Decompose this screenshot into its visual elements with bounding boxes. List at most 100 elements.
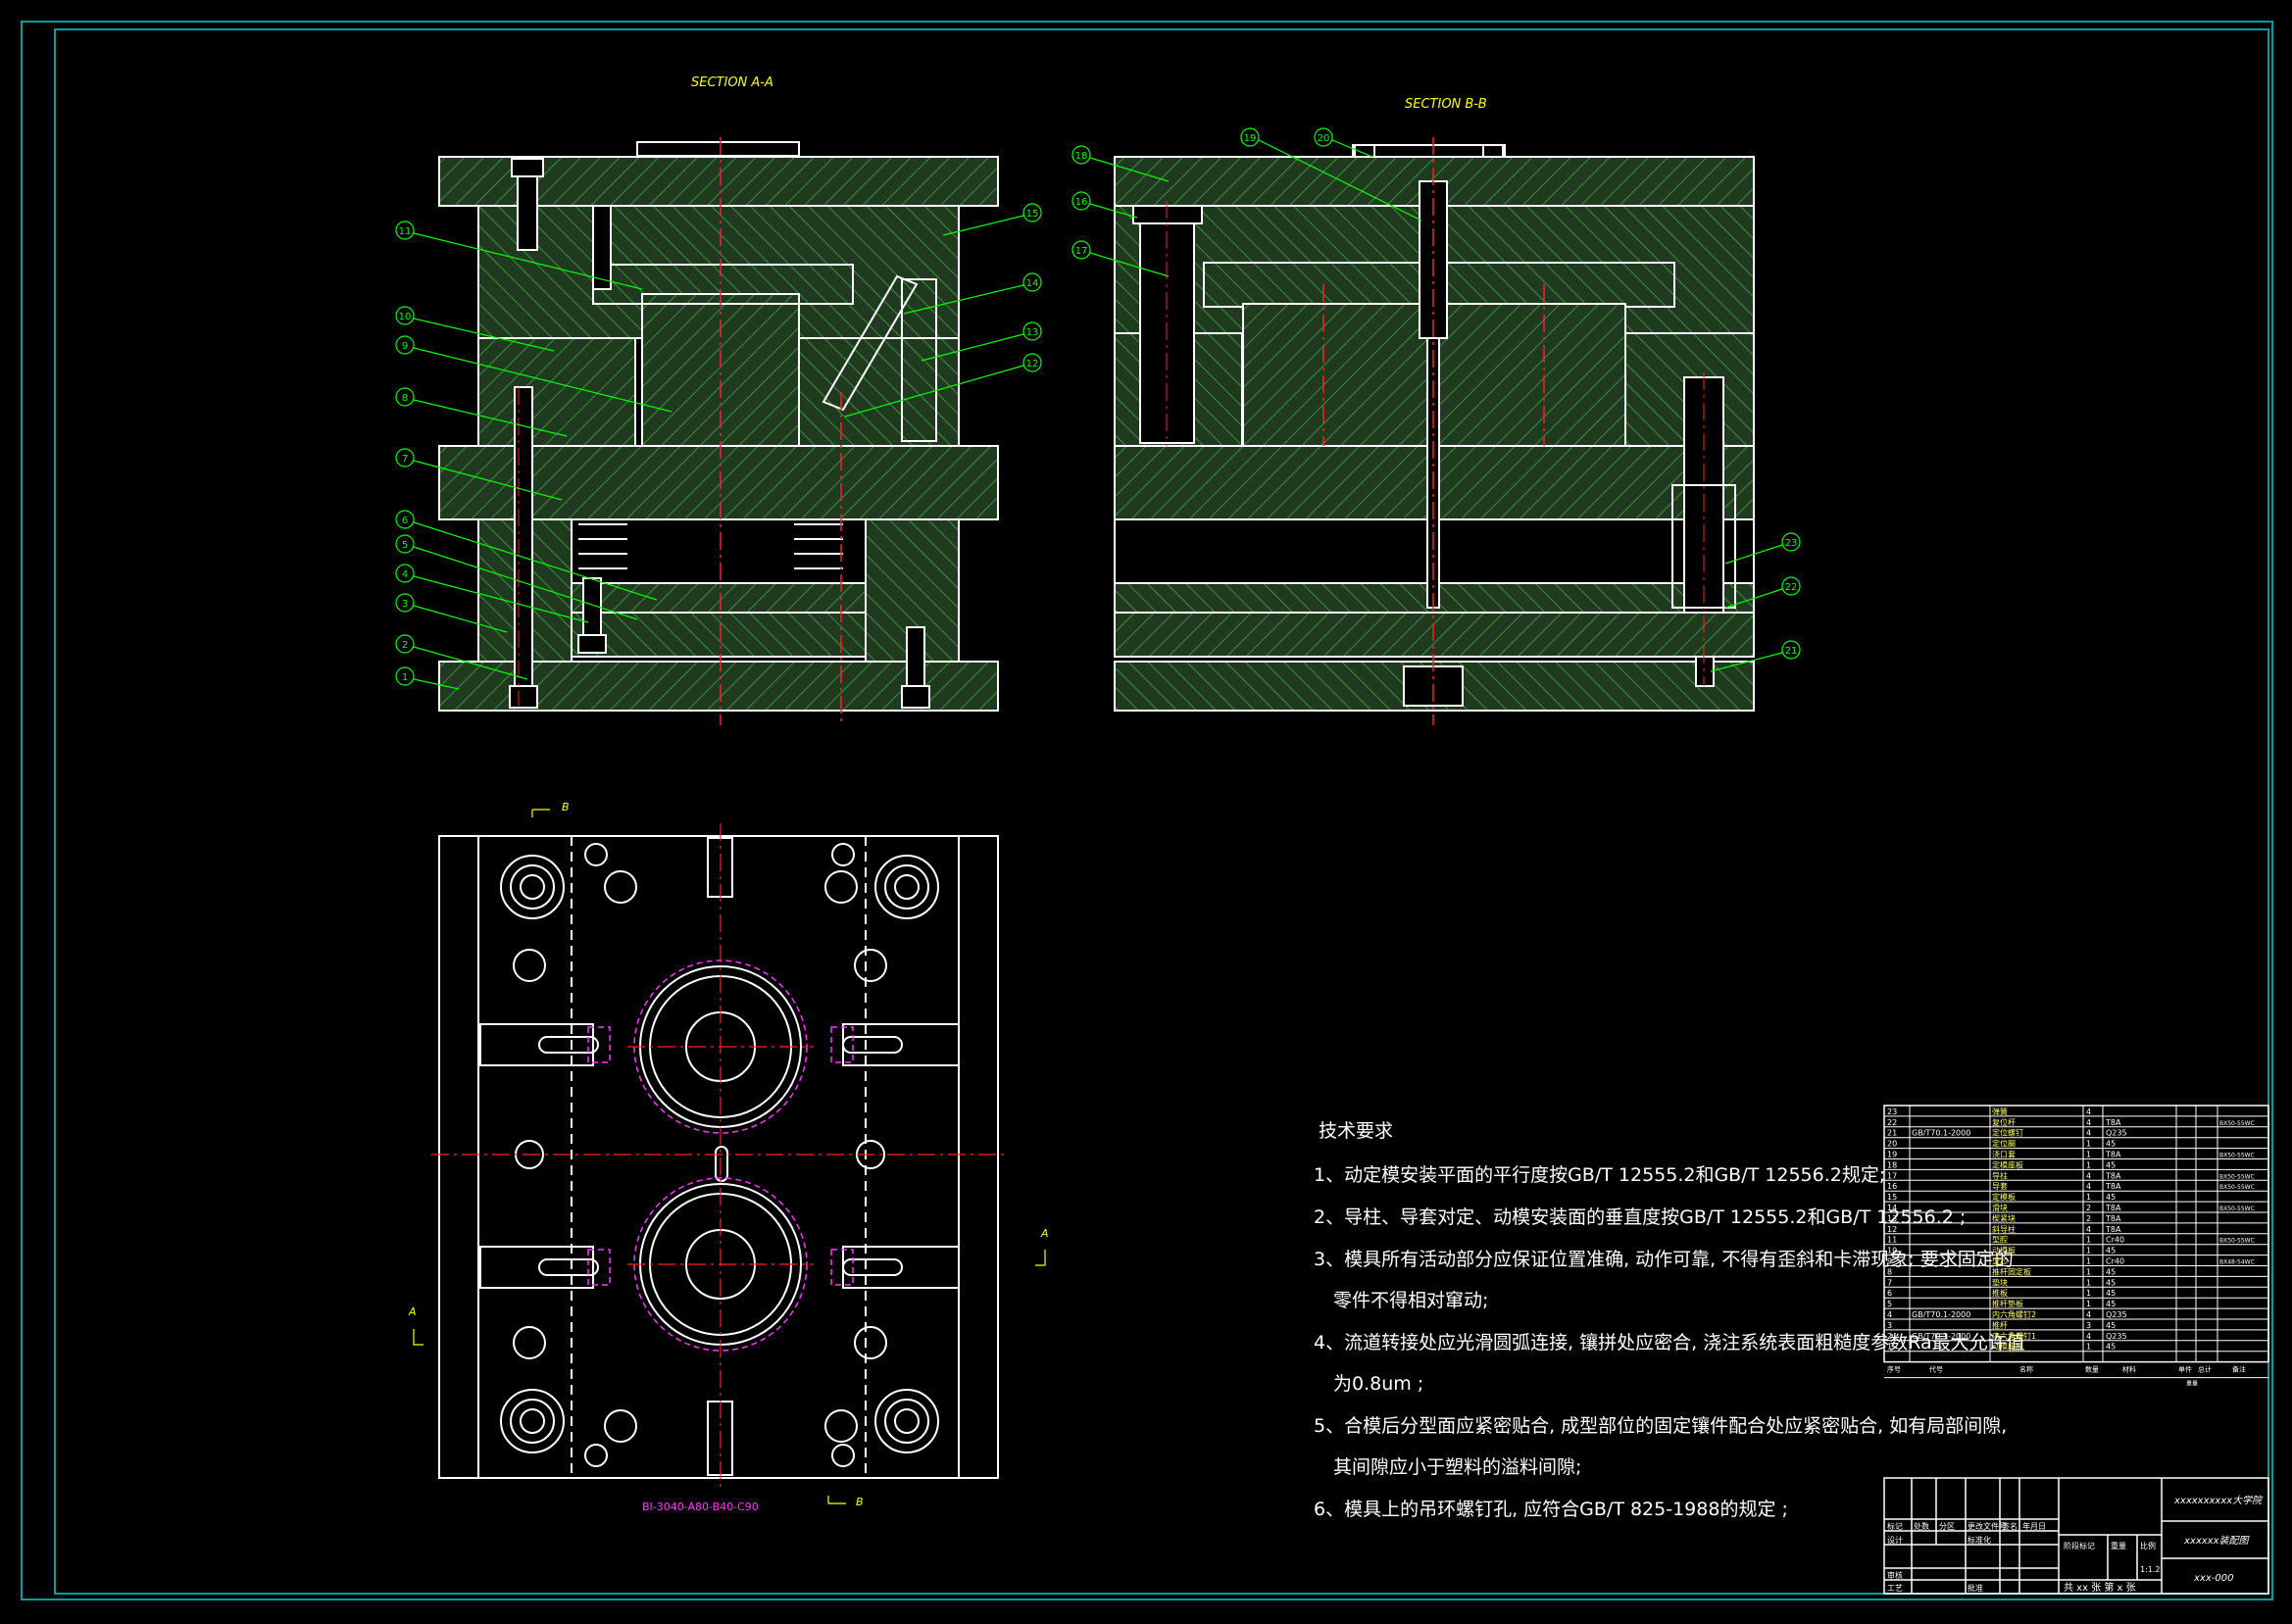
balloon-12: 12 (1026, 359, 1039, 369)
tb-design: 设计 (1887, 1535, 1903, 1545)
bom-cell-name: 推杆垫板 (1992, 1299, 2023, 1308)
tb-scale: 1:1.2 (2140, 1565, 2161, 1574)
bom-header-qty: 数量 (2085, 1365, 2099, 1374)
bom-cell-name: 导套 (1992, 1181, 2008, 1191)
tech-requirements: 技术要求 1、动定模安装平面的平行度按GB/T 12555.2和GB/T 125… (1314, 1120, 2025, 1520)
bom-cell-name: 滑块 (1992, 1203, 2008, 1212)
bom-cell-mat: 45 (2106, 1160, 2116, 1169)
bom-cell-qty: 2 (2086, 1204, 2091, 1212)
bom-cell-qty: 4 (2086, 1182, 2091, 1191)
balloon-2: 2 (402, 640, 408, 651)
bom-cell-name: 定位螺钉 (1992, 1128, 2023, 1138)
plan-view (438, 835, 999, 1479)
outer-border (21, 21, 2273, 1600)
bom-cell-no: 9 (1887, 1257, 1892, 1266)
bom-cell-no: 16 (1887, 1182, 1897, 1191)
bom-header-mat: 材料 (2122, 1365, 2136, 1374)
bom-cell-no: 3 (1887, 1321, 1892, 1330)
balloon-9: 9 (402, 341, 408, 352)
bom-cell-name: 楔紧块 (1992, 1213, 2016, 1223)
view-mark-b-bottom: B (856, 1496, 864, 1508)
balloon-11: 11 (399, 226, 412, 237)
plan-note: BI-3040-A80-B40-C90 (642, 1501, 759, 1513)
balloon-4: 4 (402, 569, 408, 580)
bom-cell-qty: 4 (2086, 1118, 2091, 1127)
tb-school: xxxxxxxxxx大学院 (2173, 1495, 2264, 1506)
bom-cell-mat: 45 (2106, 1343, 2116, 1352)
bom-cell-qty: 1 (2086, 1300, 2091, 1308)
bom-cell-note: BX50-55WC (2219, 1173, 2255, 1180)
bom-cell-qty: 1 (2086, 1247, 2091, 1255)
bom-cell-mat: Q235 (2106, 1129, 2127, 1138)
bom-cell-no: 19 (1887, 1151, 1897, 1159)
bom-cell-qty: 4 (2086, 1225, 2091, 1234)
bom-cell-qty: 4 (2086, 1129, 2091, 1138)
bom-cell-mat: Cr40 (2106, 1257, 2124, 1266)
bom-cell-name: 定模座板 (1992, 1159, 2023, 1169)
bom-cell-no: 7 (1887, 1278, 1892, 1287)
tb-review: 审核 (1887, 1570, 1903, 1580)
bom-cell-mat: T8A (2105, 1118, 2121, 1127)
ejector-plate (571, 612, 867, 658)
tech-title: 技术要求 (1319, 1120, 1393, 1142)
balloon-10: 10 (399, 312, 412, 322)
tb-stage: 阶段标记 (2064, 1541, 2095, 1550)
tech-line-9: 6、模具上的吊环螺钉孔, 应符合GB/T 825-1988的规定 ; (1314, 1499, 1788, 1520)
balloon-8: 8 (402, 393, 408, 404)
balloon-22: 22 (1785, 582, 1798, 593)
bom-cell-no: 14 (1887, 1204, 1897, 1212)
bom-cell-name: 内六角螺钉1 (1992, 1331, 2036, 1341)
bom-cell-no: 22 (1887, 1118, 1897, 1127)
tech-line-8: 其间隙应小于塑料的溢料间隙; (1333, 1456, 1581, 1478)
balloons-section-b (1071, 127, 1801, 672)
bom-cell-name: 型腔 (1992, 1235, 2008, 1245)
bom-cell-name: 导柱 (1992, 1170, 2008, 1180)
tb-drawing-no: xxx-000 (2193, 1573, 2233, 1584)
tech-line-5: 4、流道转接处应光滑圆弧连接, 镶拼处应密合, 浇注系统表面粗糙度参数Ra最大允… (1314, 1332, 2025, 1353)
bom-cell-note: BX48-54WC (2219, 1259, 2255, 1266)
bom-cell-mat: 45 (2106, 1321, 2116, 1330)
bom-cell-note: BX50-55WC (2219, 1206, 2255, 1212)
section-aa-title: SECTION A-A (691, 75, 773, 90)
bom-cell-qty: 1 (2086, 1289, 2091, 1298)
section-a-a-view: SECTION A-A (438, 75, 999, 725)
bom-cell-name: 定模板 (1992, 1192, 2016, 1202)
bom-cell-qty: 1 (2086, 1278, 2091, 1287)
bom-cell-mat: T8A (2105, 1225, 2121, 1234)
bom-header-name: 名称 (2019, 1365, 2033, 1374)
inner-border (54, 28, 2269, 1595)
balloon-13: 13 (1026, 327, 1039, 338)
bom-cell-qty: 4 (2086, 1332, 2091, 1341)
tech-line-3: 3、模具所有活动部分应保证位置准确, 动作可靠, 不得有歪斜和卡滞现象; 要求固… (1314, 1249, 2014, 1270)
bom-cell-no: 15 (1887, 1193, 1897, 1202)
balloon-1: 1 (402, 672, 408, 683)
tech-line-7: 5、合模后分型面应紧密贴合, 成型部位的固定镶件配合处应紧密贴合, 如有局部间隙… (1314, 1415, 2007, 1437)
bom-cell-mat: Q235 (2106, 1332, 2127, 1341)
balloon-16: 16 (1075, 197, 1088, 208)
balloon-3: 3 (402, 599, 408, 610)
bom-cell-qty: 1 (2086, 1140, 2091, 1149)
bom-cell-qty: 3 (2086, 1321, 2091, 1330)
view-mark-a-right: A (1040, 1227, 1049, 1240)
balloon-15: 15 (1026, 209, 1039, 220)
bom-cell-no: 23 (1887, 1107, 1897, 1116)
view-mark-a-left: A (408, 1305, 417, 1318)
title-block (1883, 1477, 2269, 1595)
bom-cell-note: BX50-55WC (2219, 1184, 2255, 1191)
bom-cell-mat: 45 (2106, 1278, 2116, 1287)
bom-cell-name: 定位圈 (1992, 1139, 2016, 1149)
tb-approve: 批准 (1968, 1583, 1983, 1593)
bom-cell-qty: 1 (2086, 1257, 2091, 1266)
bom-header-unit: 单件 (2178, 1365, 2192, 1374)
view-mark-b-top: B (562, 801, 570, 813)
balloon-23: 23 (1785, 538, 1798, 549)
tb-change-doc: 更改文件号 (1968, 1521, 2007, 1531)
tb-sheets: 共 xx 张 第 x 张 (2064, 1581, 2136, 1594)
bom-cell-name: 推杆固定板 (1992, 1266, 2031, 1276)
bom-header-std: 代号 (1929, 1365, 1943, 1374)
bom-cell-qty: 2 (2086, 1214, 2091, 1223)
bom-cell-no: 6 (1887, 1289, 1892, 1298)
